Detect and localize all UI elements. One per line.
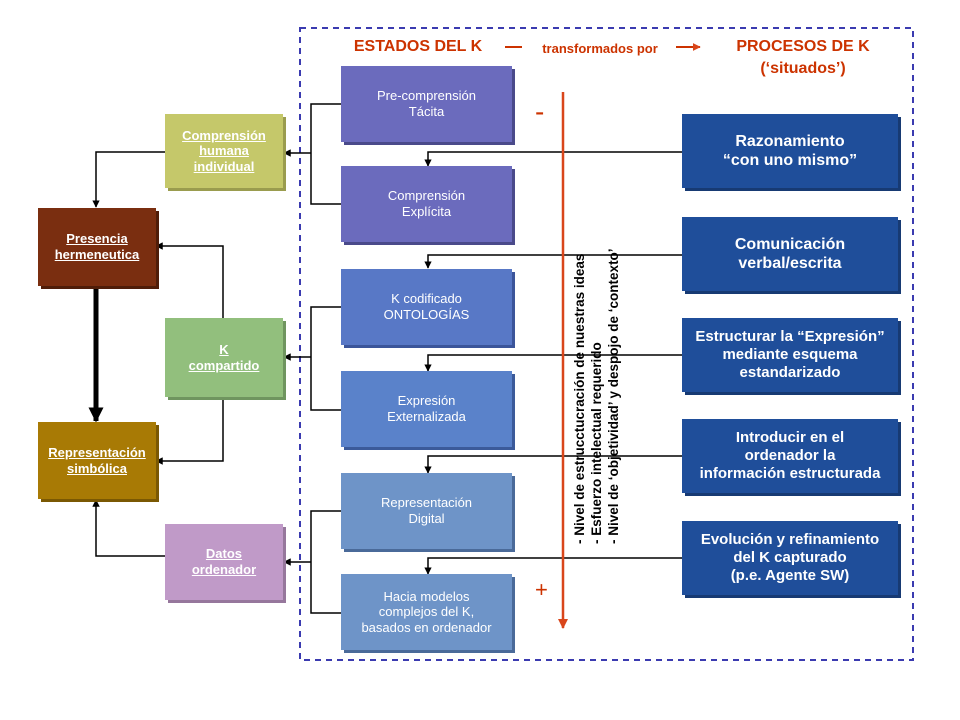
bracket-k-compartido: [283, 306, 341, 411]
axis-plus: +: [535, 577, 548, 602]
header-transformados: transformados por: [542, 41, 658, 56]
process-introducir: Introducir en el ordenador la informació…: [682, 419, 898, 493]
axis-line-3: - Nivel de ‘objetividad’ y despojo de ‘c…: [605, 248, 621, 544]
process-evolucion: Evolución y refinamiento del K capturado…: [682, 521, 898, 595]
state-expresion-externalizada: Expresión Externalizada: [341, 371, 512, 447]
axis-description: - Nivel de estrucctucración de nuestras …: [572, 248, 623, 544]
bracket-comprension: [283, 103, 341, 205]
state-pre-comprension: Pre-comprensión Tácita: [341, 66, 512, 142]
axis-line-2: - Esfuerzo intelectual requerido: [588, 342, 604, 544]
axis-line-1: - Nivel de estrucctucración de nuestras …: [572, 253, 587, 544]
node-representacion-simbolica: Representación simbólica: [38, 422, 156, 499]
header-situados: (‘situados’): [760, 60, 846, 77]
node-datos-label: Datos ordenador: [191, 546, 257, 577]
node-comprension-label: Comprensión humana individual: [182, 127, 266, 174]
left-connectors: [92, 151, 224, 557]
process-estructurar: Estructurar la “Expresión” mediante esqu…: [682, 318, 898, 392]
axis-minus: -: [535, 96, 545, 127]
process-connectors: [424, 151, 682, 575]
header-estados: ESTADOS DEL K: [353, 38, 483, 55]
bracket-datos: [283, 510, 341, 614]
process-comunicacion: Comunicación verbal/escrita: [682, 217, 898, 291]
state-comprension-explicita: Comprensión Explícita: [341, 166, 512, 242]
node-k-compartido-label: K compartido: [188, 341, 260, 373]
node-presencia-hermeneutica: Presencia hermeneutica: [38, 208, 156, 286]
node-presencia-label: Presencia hermeneutica: [54, 231, 140, 262]
node-datos-ordenador: Datos ordenador: [165, 524, 283, 600]
dashed-frame: [299, 27, 914, 661]
state-modelos-complejos: Hacia modelos complejos del K, basados e…: [341, 574, 512, 650]
node-k-compartido: K compartido: [165, 318, 283, 397]
header-procesos: PROCESOS DE K: [736, 38, 870, 55]
process-razonamiento: Razonamiento “con uno mismo”: [682, 114, 898, 188]
node-representacion-label: Representación simbólica: [48, 444, 146, 476]
state-k-codificado: K codificado ONTOLOGÍAS: [341, 269, 512, 345]
node-comprension-humana: Comprensión humana individual: [165, 114, 283, 188]
state-representacion-digital: Representación Digital: [341, 473, 512, 549]
